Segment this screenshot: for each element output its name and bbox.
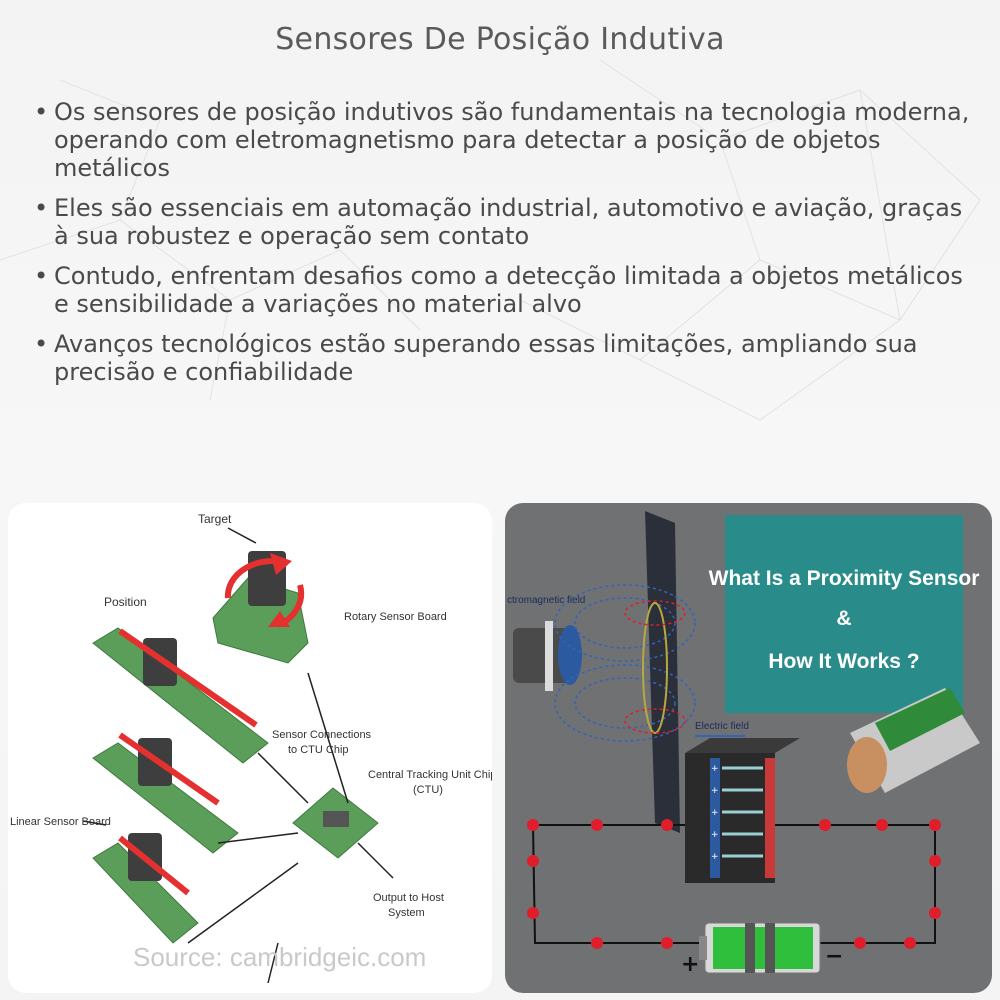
svg-text:+: + <box>711 786 719 796</box>
pcb-sensor <box>847 688 980 793</box>
svg-text:+: + <box>711 852 719 862</box>
image-source-watermark: Source: cambridgeic.com <box>133 942 426 972</box>
charge-dots <box>527 819 941 949</box>
coil-ring <box>642 602 668 734</box>
label-target: Target <box>198 512 232 526</box>
label-position: Position <box>104 595 147 609</box>
label-output-2: System <box>388 907 425 919</box>
page-title: Sensores De Posição Indutiva <box>275 22 725 57</box>
label-ctu-2: (CTU) <box>413 784 443 796</box>
svg-text:+: + <box>711 830 719 840</box>
heading-line-2: & <box>836 607 851 630</box>
label-sensor-connections-2: to CTU Chip <box>288 744 349 756</box>
label-output: Output to Host <box>373 892 444 904</box>
battery-plus: + <box>681 952 699 977</box>
svg-text:+: + <box>711 808 719 818</box>
label-sensor-connections: Sensor Connections <box>272 729 372 741</box>
svg-text:+: + <box>711 764 719 774</box>
linear-sensor-boards <box>92 627 269 944</box>
bullet-list: Os sensores de posição indutivos são fun… <box>30 98 980 398</box>
heading-line-1: What Is a Proximity Sensor <box>709 567 980 590</box>
heading-line-3: How It Works ? <box>768 650 919 673</box>
metal-plate <box>645 511 680 833</box>
label-magnetic-field: ctromagnetic field <box>507 595 585 606</box>
heading-box <box>725 515 963 713</box>
label-linear-board: Linear Sensor Board <box>10 816 111 828</box>
label-ctu: Central Tracking Unit Chip <box>368 769 492 781</box>
rotary-sensor-board <box>212 551 309 664</box>
sensor-cylinder <box>513 621 582 691</box>
capacitor-stack: + + + + + <box>685 738 800 883</box>
bullet-item: Avanços tecnológicos estão superando ess… <box>30 330 980 386</box>
bullet-item: Os sensores de posição indutivos são fun… <box>30 98 980 182</box>
battery-minus: − <box>825 944 843 969</box>
bullet-item: Eles são essenciais em automação industr… <box>30 194 980 250</box>
proximity-sensor-image: ctromagnetic field Electric field What I… <box>505 503 992 993</box>
magnetic-field-lines <box>554 584 696 742</box>
sensor-diagram-image: Target Position Rotary Sensor Board Sens… <box>8 503 492 993</box>
bullet-item: Contudo, enfrentam desafios como a detec… <box>30 262 980 318</box>
label-electric-field: Electric field <box>695 721 749 732</box>
battery <box>699 922 821 974</box>
ctu-chip <box>292 787 379 859</box>
label-rotary-board: Rotary Sensor Board <box>344 611 447 623</box>
